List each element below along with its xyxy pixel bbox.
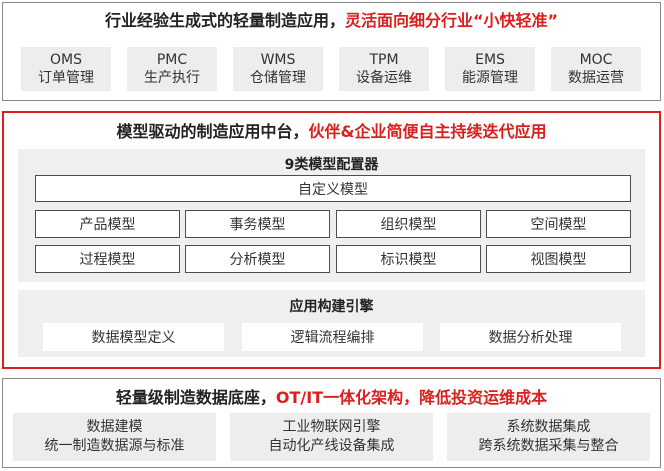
app-code: TPM [369,52,399,68]
model-identifier: 标识模型 [336,245,481,273]
model-process: 过程模型 [35,245,180,273]
applications-panel: 行业经验生成式的轻量制造应用，灵活面向细分行业“小快轻准” OMS 订单管理 P… [2,2,661,101]
model-view: 视图模型 [486,245,631,273]
applications-heading-main: 行业经验生成式的轻量制造应用， [104,11,345,30]
foundation-item-desc: 统一制造数据源与标准 [44,438,185,454]
foundation-item-desc: 跨系统数据采集与整合 [478,438,619,454]
app-code: MOC [579,52,613,68]
engine-data-model-definition: 数据模型定义 [43,323,224,351]
model-space: 空间模型 [486,210,631,238]
model-label: 产品模型 [79,217,136,233]
app-card-tpm: TPM 设备运维 [339,47,429,91]
applications-heading-highlight: 灵活面向细分行业“小快轻准” [344,11,559,30]
foundation-item-title: 工业物联网引擎 [282,419,381,435]
app-card-wms: WMS 仓储管理 [233,47,323,91]
platform-heading: 模型驱动的制造应用中台，伙伴&企业简便自主持续迭代应用 [4,118,659,142]
model-product: 产品模型 [35,210,180,238]
model-label: 组织模型 [380,217,437,233]
custom-model-label: 自定义模型 [298,181,368,198]
model-configurator: 9类模型配置器 自定义模型 产品模型 事务模型 组织模型 空间模型 过程模型 分… [18,149,645,282]
app-name: 生产执行 [144,70,200,86]
app-name: 仓储管理 [250,70,306,86]
app-card-oms: OMS 订单管理 [21,47,111,91]
app-card-pmc: PMC 生产执行 [127,47,217,91]
foundation-heading-highlight: OT/IT一体化架构，降低投资运维成本 [275,388,548,407]
app-card-ems: EMS 能源管理 [445,47,535,91]
model-label: 过程模型 [79,252,136,268]
model-label: 事务模型 [229,217,286,233]
app-code: OMS [50,52,82,68]
foundation-data-modeling: 数据建模 统一制造数据源与标准 [13,413,216,461]
engine-item-label: 逻辑流程编排 [290,330,375,346]
foundation-heading: 轻量级制造数据底座，OT/IT一体化架构，降低投资运维成本 [3,384,660,408]
model-analysis: 分析模型 [185,245,330,273]
engine-data-analysis: 数据分析处理 [440,323,621,351]
foundation-heading-main: 轻量级制造数据底座， [115,388,276,407]
app-name: 设备运维 [356,70,412,86]
engine-item-label: 数据模型定义 [91,330,176,346]
app-code: EMS [475,52,505,68]
app-name: 数据运营 [568,70,624,86]
platform-panel: 模型驱动的制造应用中台，伙伴&企业简便自主持续迭代应用 9类模型配置器 自定义模… [2,111,661,369]
foundation-system-integration: 系统数据集成 跨系统数据采集与整合 [447,413,650,461]
model-label: 空间模型 [530,217,587,233]
foundation-item-title: 系统数据集成 [506,419,591,435]
custom-model-box: 自定义模型 [35,175,631,202]
app-card-moc: MOC 数据运营 [551,47,641,91]
platform-heading-highlight: 伙伴&企业简便自主持续迭代应用 [308,122,547,141]
model-label: 视图模型 [530,252,587,268]
app-name: 能源管理 [462,70,518,86]
data-foundation-panel: 轻量级制造数据底座，OT/IT一体化架构，降低投资运维成本 数据建模 统一制造数… [2,378,661,468]
platform-heading-main: 模型驱动的制造应用中台， [116,122,309,141]
engine-title: 应用构建引擎 [289,299,374,315]
model-label: 标识模型 [380,252,437,268]
applications-heading: 行业经验生成式的轻量制造应用，灵活面向细分行业“小快轻准” [3,7,660,31]
app-code: PMC [156,52,188,68]
app-code: WMS [260,52,296,68]
model-transaction: 事务模型 [185,210,330,238]
app-name: 订单管理 [38,70,94,86]
model-label: 分析模型 [229,252,286,268]
foundation-iiot-engine: 工业物联网引擎 自动化产线设备集成 [230,413,433,461]
foundation-item-title: 数据建模 [86,419,143,435]
foundation-item-desc: 自动化产线设备集成 [268,438,395,454]
configurator-title: 9类模型配置器 [284,157,379,173]
app-build-engine: 应用构建引擎 数据模型定义 逻辑流程编排 数据分析处理 [18,290,645,357]
engine-item-label: 数据分析处理 [488,330,573,346]
model-organization: 组织模型 [336,210,481,238]
engine-logic-flow: 逻辑流程编排 [242,323,423,351]
